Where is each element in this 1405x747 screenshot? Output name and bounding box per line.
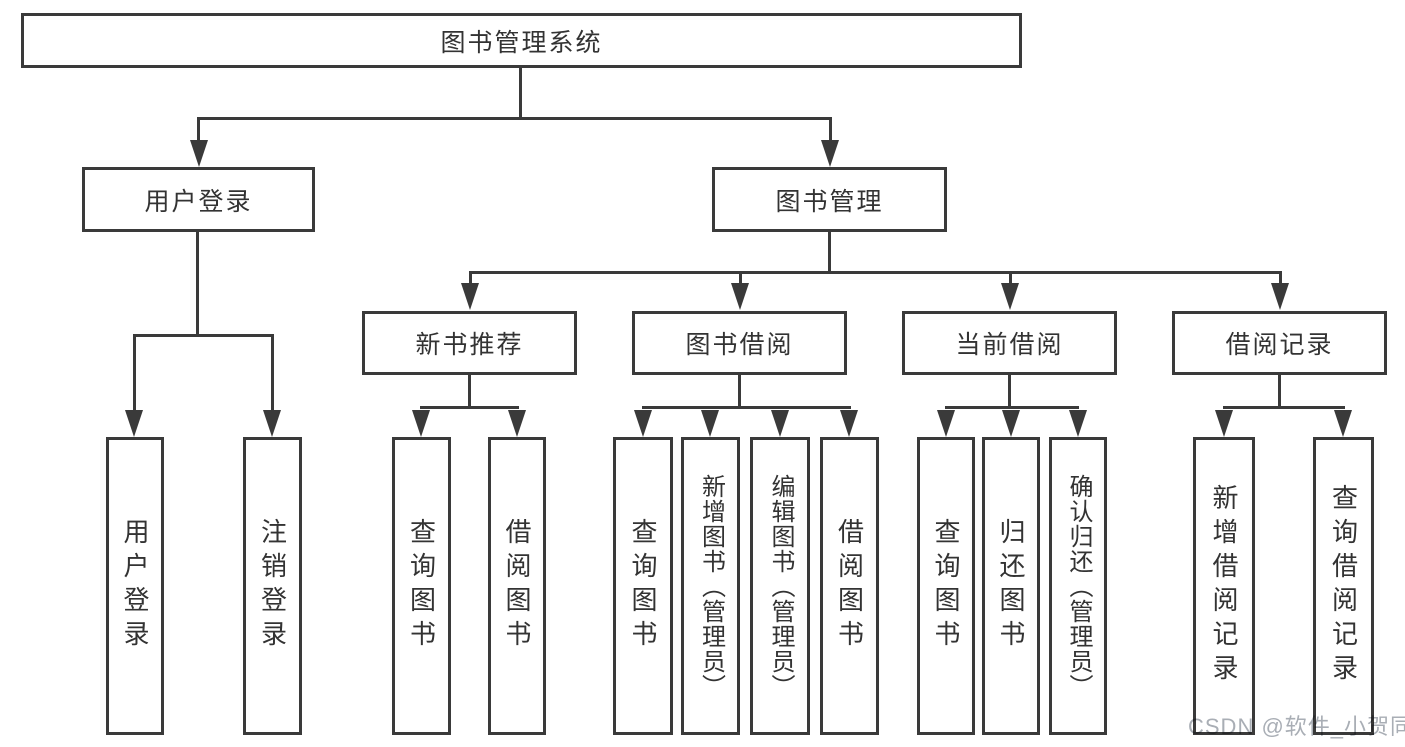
arrow-down-icon	[190, 140, 208, 167]
connector-book-borrow-hline	[642, 406, 851, 409]
arrow-down-icon	[1215, 410, 1233, 437]
connector-root-hline	[197, 117, 832, 120]
node-book-borrowing-label: 图书借阅	[685, 331, 794, 359]
leaf-user-login: 用户登录	[106, 437, 164, 735]
leaf-add-borrow-record-label: 新增借阅记录	[1209, 484, 1239, 688]
arrow-down-icon	[840, 410, 858, 437]
leaf-edit-books-admin-label: 编辑图书（管理员）	[767, 473, 794, 699]
leaf-borrow-books: 借阅图书	[820, 437, 879, 735]
arrow-down-icon	[937, 410, 955, 437]
arrow-down-icon	[771, 410, 789, 437]
leaf-add-books-admin: 新增图书（管理员）	[681, 437, 740, 735]
arrow-down-icon	[731, 283, 749, 310]
arrow-down-icon	[263, 410, 281, 437]
node-user-login: 用户登录	[82, 167, 315, 232]
connector-new-books-hline	[420, 406, 519, 409]
arrow-down-icon	[634, 410, 652, 437]
arrow-down-icon	[508, 410, 526, 437]
node-root-label: 图书管理系统	[440, 28, 603, 57]
leaf-query-books-borrowing: 查询图书	[613, 437, 673, 735]
connector-user-login-hline	[133, 334, 274, 337]
connector-to-user-login	[197, 119, 200, 145]
leaf-borrow-books-label: 借阅图书	[834, 518, 865, 654]
connector-book-mgmt-stem	[828, 232, 831, 273]
node-new-book-recommend-label: 新书推荐	[415, 331, 524, 359]
arrow-down-icon	[1001, 283, 1019, 310]
leaf-query-books-recommend-label: 查询图书	[406, 518, 437, 654]
connector-new-books-stem	[468, 375, 471, 408]
node-book-management-label: 图书管理	[775, 187, 884, 216]
leaf-query-borrow-record-label: 查询借阅记录	[1328, 484, 1359, 688]
leaf-return-books: 归还图书	[982, 437, 1040, 735]
connector-current-borrow-hline	[945, 406, 1079, 409]
watermark: CSDN @软件_小贺同学	[1188, 714, 1405, 739]
leaf-user-login-label: 用户登录	[120, 518, 150, 654]
connector-current-borrow-stem	[1008, 375, 1011, 408]
node-borrowing-records: 借阅记录	[1172, 311, 1387, 375]
connector-book-borrow-stem	[738, 375, 741, 408]
arrow-down-icon	[1069, 410, 1087, 437]
connector-to-leaf-login	[133, 336, 136, 412]
leaf-logout-label: 注销登录	[257, 518, 288, 654]
connector-to-new-books	[469, 273, 472, 287]
leaf-return-books-label: 归还图书	[996, 518, 1026, 654]
connector-root-stem	[519, 66, 522, 119]
leaf-borrow-books-recommend-label: 借阅图书	[502, 518, 532, 654]
node-book-borrowing: 图书借阅	[632, 311, 847, 375]
leaf-borrow-books-recommend: 借阅图书	[488, 437, 546, 735]
connector-user-login-stem	[196, 232, 199, 337]
leaf-confirm-return-admin: 确认归还（管理员）	[1049, 437, 1107, 735]
connector-to-book-management	[829, 119, 832, 145]
leaf-confirm-return-admin-label: 确认归还（管理员）	[1065, 473, 1092, 699]
connector-borrow-records-stem	[1278, 375, 1281, 408]
arrow-down-icon	[412, 410, 430, 437]
node-current-borrowing-label: 当前借阅	[955, 331, 1064, 359]
connector-to-current-borrow	[1009, 273, 1012, 287]
arrow-down-icon	[1334, 410, 1352, 437]
node-current-borrowing: 当前借阅	[902, 311, 1117, 375]
node-new-book-recommend: 新书推荐	[362, 311, 577, 375]
leaf-query-borrow-record: 查询借阅记录	[1313, 437, 1374, 735]
leaf-add-borrow-record: 新增借阅记录	[1193, 437, 1255, 735]
arrow-down-icon	[461, 283, 479, 310]
leaf-query-books-current-label: 查询图书	[931, 518, 961, 654]
node-borrowing-records-label: 借阅记录	[1225, 331, 1334, 359]
node-book-management: 图书管理	[712, 167, 947, 232]
leaf-query-books-current: 查询图书	[917, 437, 975, 735]
connector-borrow-records-hline	[1223, 406, 1345, 409]
connector-to-book-borrow	[739, 273, 742, 287]
arrow-down-icon	[1271, 283, 1289, 310]
arrow-down-icon	[821, 140, 839, 167]
connector-to-borrow-records	[1279, 273, 1282, 287]
connector-book-mgmt-hline	[469, 271, 1282, 274]
arrow-down-icon	[1002, 410, 1020, 437]
leaf-add-books-admin-label: 新增图书（管理员）	[697, 473, 725, 699]
node-user-login-label: 用户登录	[144, 187, 253, 216]
connector-to-leaf-logout	[271, 336, 274, 412]
leaf-query-books-recommend: 查询图书	[392, 437, 451, 735]
leaf-edit-books-admin: 编辑图书（管理员）	[750, 437, 810, 735]
arrow-down-icon	[701, 410, 719, 437]
leaf-logout: 注销登录	[243, 437, 302, 735]
arrow-down-icon	[125, 410, 143, 437]
node-root: 图书管理系统	[21, 13, 1022, 68]
leaf-query-books-borrowing-label: 查询图书	[628, 518, 658, 654]
